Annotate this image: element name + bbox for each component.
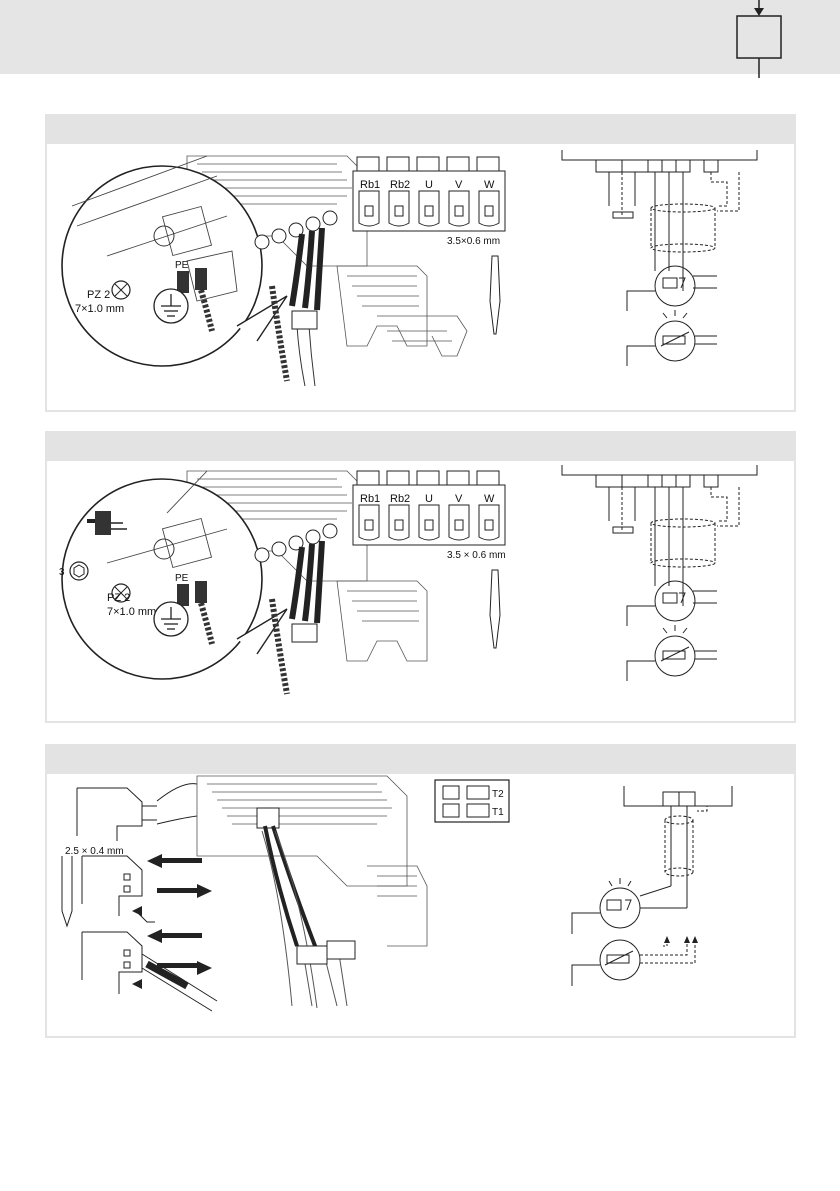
terminal-block: Rb1 Rb2 U V W bbox=[353, 471, 505, 545]
terminal-label-5: W bbox=[484, 493, 495, 505]
screwdriver-size-label: 3.5×0.6 mm bbox=[447, 236, 500, 247]
top-header-band bbox=[0, 0, 840, 74]
terminal-label-2: Rb2 bbox=[390, 179, 410, 191]
pe-label: PE bbox=[175, 573, 189, 584]
ground-icon bbox=[154, 602, 188, 636]
motor-schematic bbox=[562, 465, 757, 681]
terminal-t2-label: T2 bbox=[492, 789, 504, 800]
wiring-illustration: 2.5 × 0.4 mm bbox=[47, 746, 794, 1036]
panel-thermal-contact-connection: 2.5 × 0.4 mm bbox=[45, 744, 796, 1038]
terminal-label-2: Rb2 bbox=[390, 493, 410, 505]
terminal-label-1: Rb1 bbox=[360, 493, 380, 505]
torque-label: 7×1.0 mm bbox=[75, 303, 124, 315]
terminal-label-5: W bbox=[484, 179, 495, 191]
screwdriver-size-label: 3.5 × 0.6 mm bbox=[447, 550, 506, 561]
connection-symbol-icon bbox=[733, 0, 785, 78]
terminal-label-1: Rb1 bbox=[360, 179, 380, 191]
panel-motor-connection-2: 3 PE PZ 2 7×1.0 mm bbox=[45, 431, 796, 723]
terminal-t1-label: T1 bbox=[492, 807, 504, 818]
thermal-contact-schematic bbox=[572, 786, 732, 986]
terminal-block: Rb1 Rb2 U V W bbox=[353, 157, 505, 231]
wiring-illustration: PE PZ 2 7×1.0 mm bbox=[47, 116, 794, 410]
thermal-terminal-block: T2 T1 bbox=[435, 780, 509, 822]
screwdriver-size-label: 2.5 × 0.4 mm bbox=[65, 846, 124, 857]
bit-label: PZ 2 bbox=[87, 289, 110, 301]
motor-schematic bbox=[562, 150, 757, 366]
ground-icon bbox=[154, 289, 188, 323]
flat-screwdriver-icon bbox=[490, 570, 500, 648]
flat-screwdriver-icon bbox=[490, 256, 500, 334]
bit-label: PZ 2 bbox=[107, 592, 130, 604]
terminal-label-4: V bbox=[455, 179, 463, 191]
pe-label: PE bbox=[175, 260, 189, 271]
panel-motor-connection-1: PE PZ 2 7×1.0 mm bbox=[45, 114, 796, 412]
terminal-label-4: V bbox=[455, 493, 463, 505]
torque-label: 7×1.0 mm bbox=[107, 606, 156, 618]
wiring-illustration: 3 PE PZ 2 7×1.0 mm bbox=[47, 433, 794, 721]
hex-label: 3 bbox=[59, 567, 65, 578]
terminal-label-3: U bbox=[425, 179, 433, 191]
terminal-label-3: U bbox=[425, 493, 433, 505]
